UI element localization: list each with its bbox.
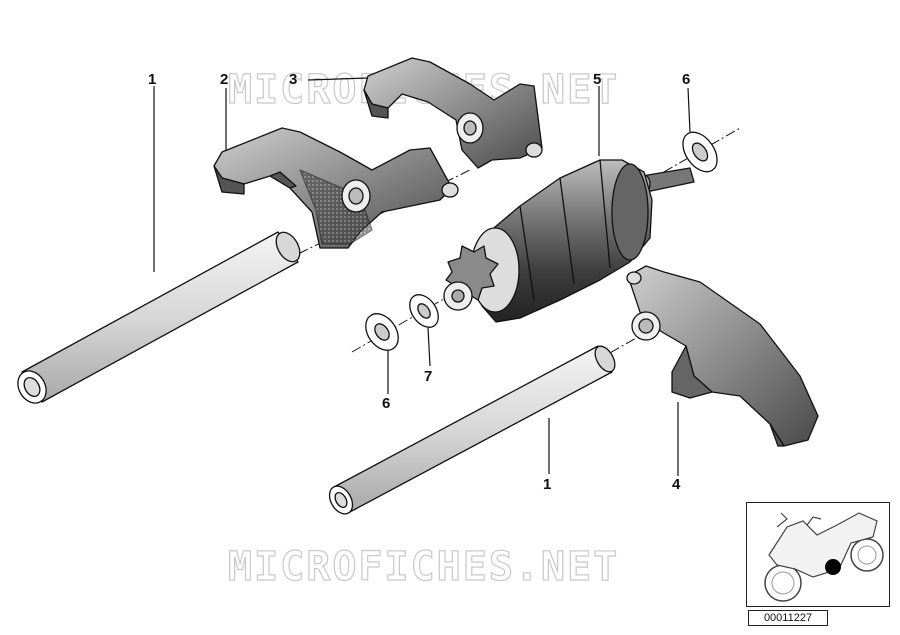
shift-fork-3	[363, 57, 543, 169]
callout-5: 5	[593, 71, 601, 88]
location-marker-icon	[825, 559, 841, 575]
motorcycle-icon	[764, 512, 884, 602]
watermark-bottom: MICROFICHES.NET	[228, 544, 619, 590]
motorcycle-locator-thumbnail	[746, 502, 890, 607]
shift-fork-2	[213, 127, 459, 249]
upper-shift-shaft	[17, 231, 301, 404]
callout-1-lower: 1	[543, 476, 551, 493]
shift-drum	[443, 159, 695, 323]
callout-4: 4	[672, 476, 681, 493]
callout-7: 7	[424, 368, 432, 385]
washer-upper	[682, 131, 718, 173]
diagram-number: 00011227	[748, 610, 828, 626]
washer-lower	[365, 313, 399, 351]
callout-3: 3	[289, 71, 297, 88]
spacer-washer	[409, 294, 439, 328]
callout-6-lower: 6	[382, 395, 390, 412]
callout-1-upper: 1	[148, 71, 156, 88]
shift-fork-4	[626, 265, 819, 447]
lower-shift-shaft	[328, 345, 616, 515]
leader-7	[427, 327, 431, 367]
callout-6-upper: 6	[682, 71, 690, 88]
leader-3	[307, 77, 369, 81]
callout-2: 2	[220, 71, 228, 88]
leader-6-upper	[687, 87, 691, 133]
